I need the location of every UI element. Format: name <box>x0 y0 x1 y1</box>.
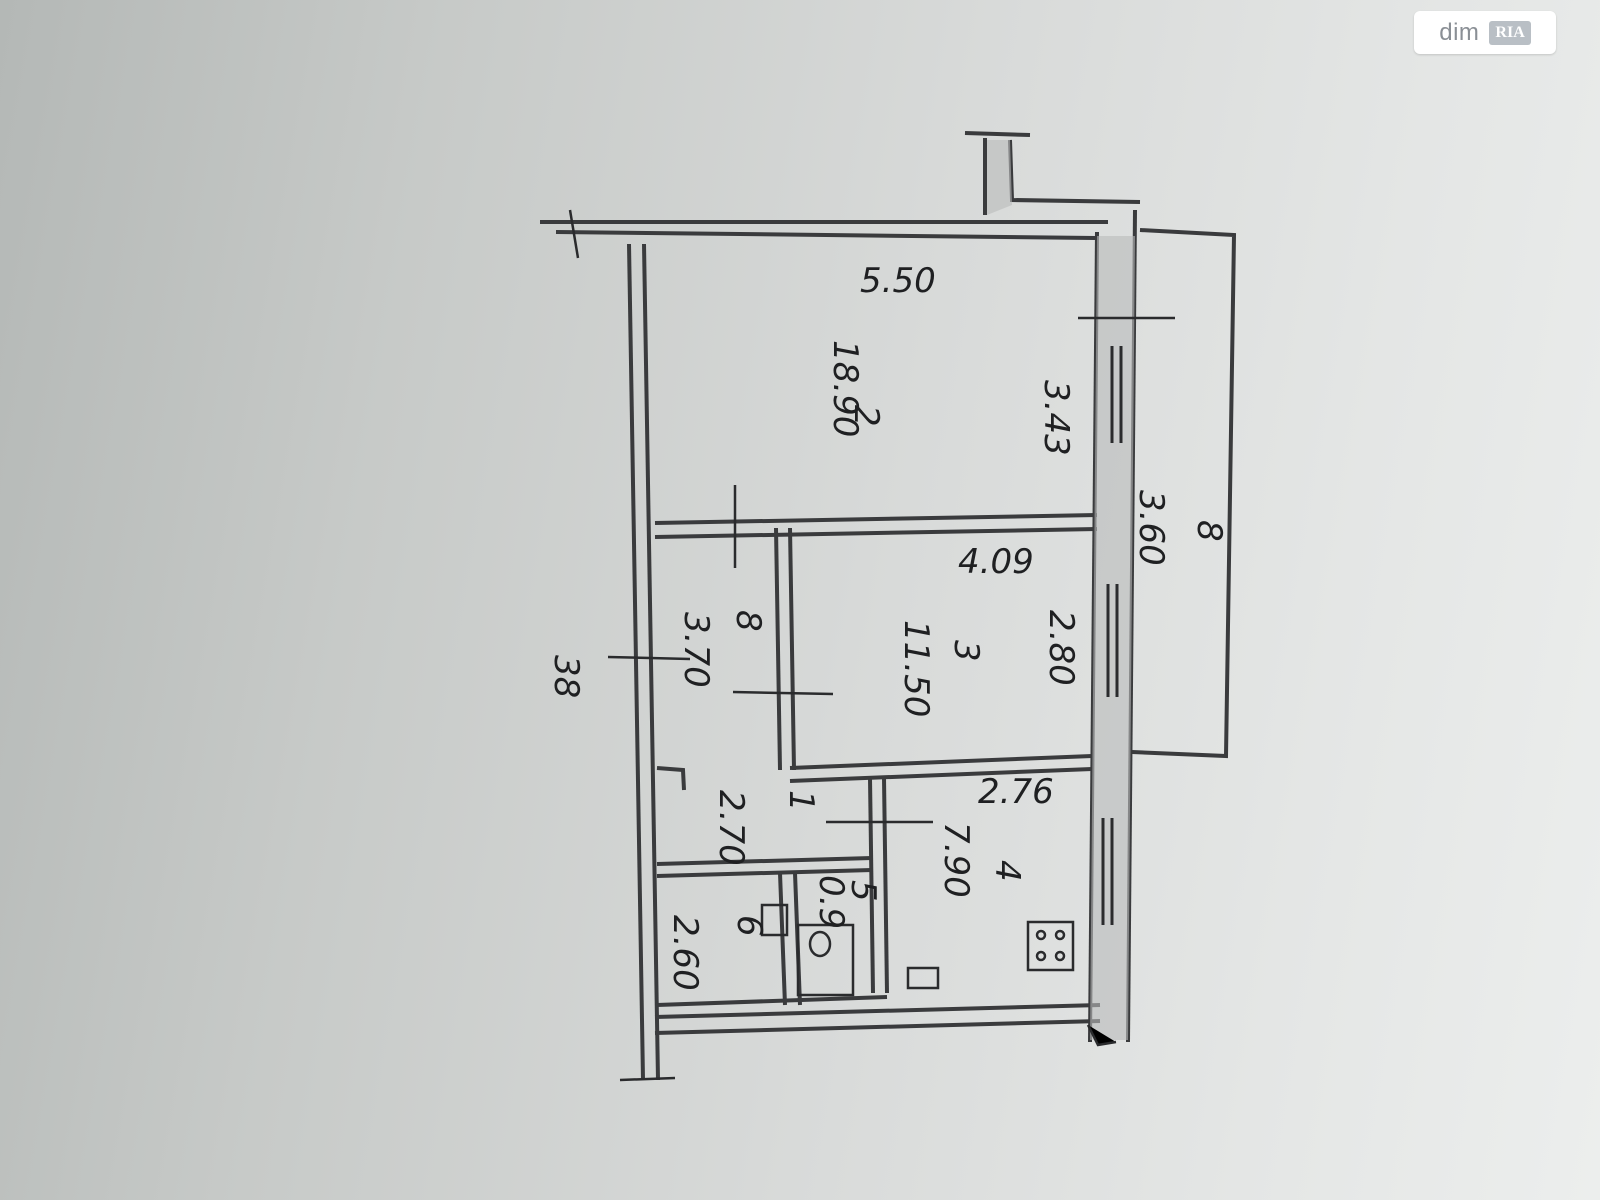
stove-icon <box>1026 920 1075 972</box>
watermark-brand: dim <box>1439 18 1480 46</box>
room-6-number: 6 <box>729 915 769 937</box>
room-5-area: 0.9 <box>811 875 851 929</box>
room-2-length: 3.43 <box>1036 380 1076 456</box>
wall-hatch <box>987 140 1135 1040</box>
room-4-area: 7.90 <box>936 822 976 898</box>
labels: 5.50 2 18.90 3.43 4.09 3 11.50 2.80 2.76… <box>546 261 1229 991</box>
room-8-number: 8 <box>728 610 768 632</box>
overall-right-dim: 3.60 <box>1131 490 1171 566</box>
overall-right-number: 8 <box>1189 520 1229 542</box>
overall-left-dim: 38 <box>546 655 586 698</box>
sink-icon <box>906 966 940 990</box>
windows <box>1101 346 1123 925</box>
toilet-icon <box>796 923 855 997</box>
room-5-number: 5 <box>843 880 883 902</box>
room-4-number: 4 <box>987 860 1027 882</box>
room-8-area: 3.70 <box>676 612 716 688</box>
room-3-area: 11.50 <box>896 620 936 717</box>
overall-top-dim: 5.50 <box>860 261 936 301</box>
dimension-ticks <box>568 209 1175 1082</box>
fixtures <box>760 903 1075 997</box>
room-3-width: 4.09 <box>958 542 1034 582</box>
room-3-length: 2.80 <box>1041 610 1081 686</box>
room-3-number: 3 <box>946 640 986 662</box>
room-2-number: 2 <box>846 405 886 427</box>
room-1-number: 1 <box>781 790 821 812</box>
room-1-area: 2.70 <box>711 790 751 866</box>
watermark-sub: RIA <box>1489 20 1531 45</box>
room-4-length: 2.76 <box>978 772 1054 812</box>
room-6-area: 2.60 <box>665 915 705 991</box>
dim-ria-watermark: dim RIA <box>1414 11 1556 54</box>
bathtub-icon <box>760 903 789 937</box>
room-2-area: 18.90 <box>825 340 865 437</box>
